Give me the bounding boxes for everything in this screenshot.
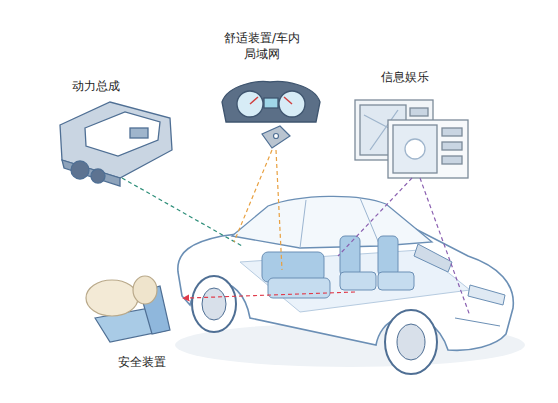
part-label: 信息娱乐	[381, 69, 429, 85]
part-label: 安全装置	[118, 354, 166, 370]
part-label: 舒适装置/车内 局域网	[216, 30, 308, 62]
part-label: 动力总成	[72, 78, 120, 94]
